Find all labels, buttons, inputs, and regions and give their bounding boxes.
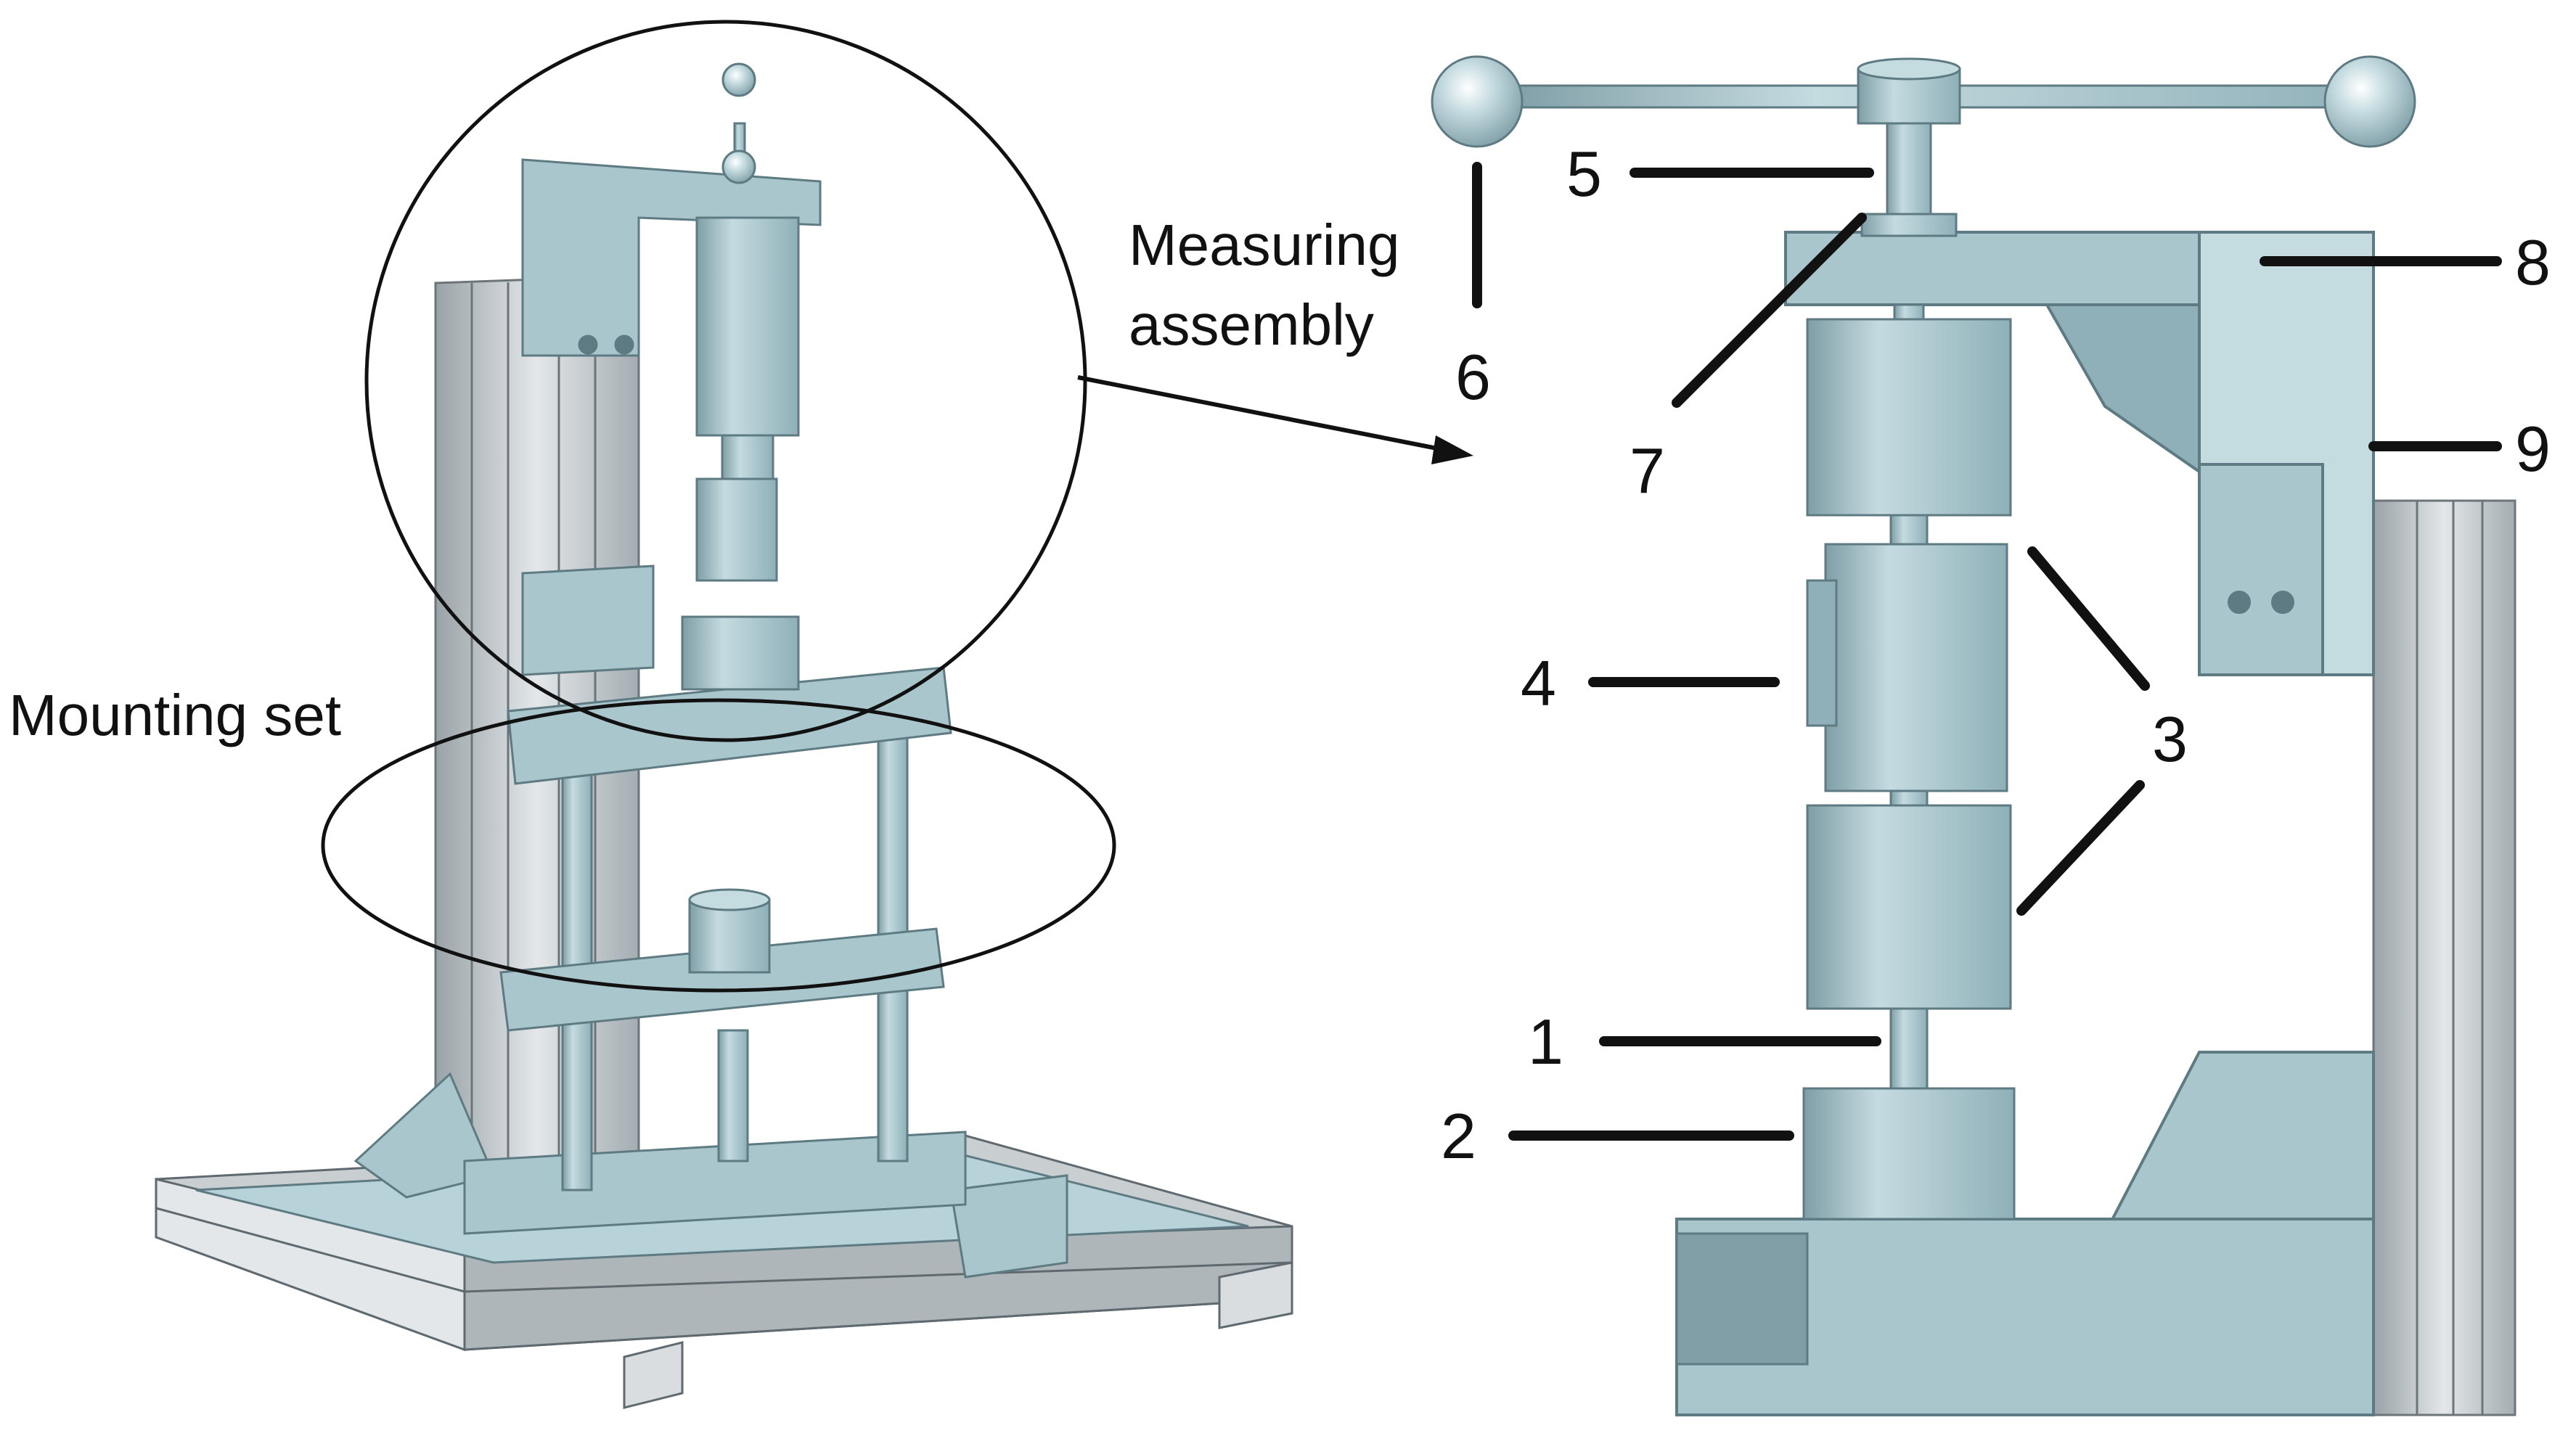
shaft-1: [1889, 1007, 1929, 1090]
part-label-4: 4: [1521, 647, 1556, 719]
sensor-4: [1806, 543, 2008, 814]
part-label-2: 2: [1441, 1100, 1476, 1172]
part-label-7: 7: [1630, 435, 1665, 506]
detail-arrow: [1077, 375, 1445, 452]
measuring-assembly-caption-line2: assembly: [1129, 292, 1374, 357]
detail-arrowhead: [1431, 435, 1473, 464]
screw-5: [1857, 57, 1961, 223]
top-bracket: [521, 158, 822, 357]
upper-plate: [507, 565, 952, 785]
leader-lines: [1472, 162, 2502, 1141]
part-label-9: 9: [2515, 413, 2551, 485]
part-label-5: 5: [1566, 138, 1602, 210]
nut-7: [1860, 213, 1958, 237]
corner-bracket-right: [949, 1174, 1068, 1279]
full-rig-drawing: [155, 20, 1473, 1409]
middle-plate: [499, 888, 945, 1032]
profile-9: [2372, 499, 2516, 1416]
cylinder-3-upper: [1806, 303, 2012, 546]
part-label-1: 1: [1528, 1006, 1563, 1078]
mounting-set-caption: Mounting set: [9, 683, 342, 747]
part-label-3: 3: [2152, 703, 2188, 775]
part-label-8: 8: [2515, 226, 2551, 298]
measuring-column-small: [681, 62, 800, 691]
measuring-assembly-caption-line1: Measuring: [1129, 213, 1400, 277]
mounting-set-ellipse: [321, 698, 1116, 993]
part-label-6: 6: [1455, 341, 1491, 413]
base-cylinder-2: [1802, 1087, 2016, 1220]
measuring-assembly-detail: [1431, 55, 2516, 1416]
plate-block-left: [1675, 1232, 1809, 1366]
cylinder-3-lower: [1806, 804, 2012, 1010]
